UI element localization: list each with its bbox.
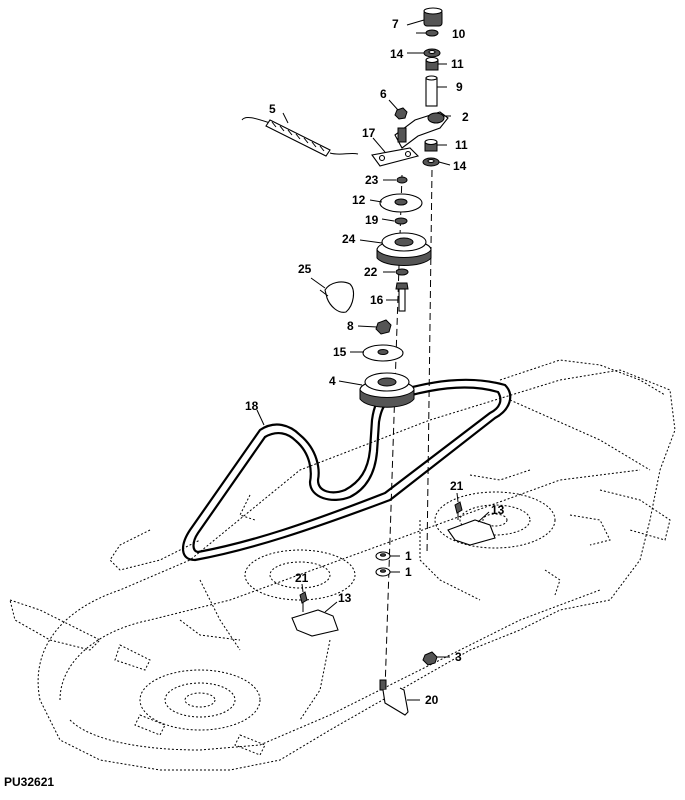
callout-18: 18 [245, 399, 259, 413]
part-pulley [359, 372, 415, 408]
part-bushing-top [425, 56, 439, 71]
callout-7: 7 [392, 17, 399, 31]
callout-15: 15 [333, 345, 347, 359]
part-bracket [371, 147, 420, 167]
callout-20: 20 [425, 693, 439, 707]
part-pulley-cover-lower [362, 344, 404, 362]
callout-11b: 11 [455, 138, 468, 152]
callout-16: 16 [370, 293, 384, 307]
part-nut-8 [375, 319, 392, 335]
callout-25: 25 [298, 262, 312, 276]
part-washer-22 [395, 268, 409, 276]
callout-2: 2 [462, 110, 469, 124]
part-shield-left [291, 609, 339, 637]
part-nut-3 [422, 651, 438, 666]
part-nut-small [394, 107, 408, 120]
part-bolt [395, 282, 409, 312]
callout-21: 21 [450, 479, 464, 493]
part-idler-arm [394, 111, 449, 149]
part-washer-lower [422, 157, 440, 167]
part-clip [425, 29, 439, 37]
center-axis-pivot [426, 169, 433, 556]
callout-6: 6 [380, 87, 387, 101]
part-hook-rod [379, 679, 409, 716]
part-washer-19 [394, 217, 408, 225]
callout-4: 4 [329, 374, 336, 388]
callout-3: 3 [455, 650, 462, 664]
callout-13: 13 [491, 503, 505, 517]
callout-9: 9 [456, 80, 463, 94]
drive-belt-inner [192, 386, 502, 554]
leader-lines [256, 19, 490, 701]
callout-labels: 7 10 14 11 9 6 5 2 17 11 14 23 12 19 24 … [245, 17, 505, 707]
mower-deck-outline [9, 359, 676, 771]
part-spring [241, 116, 359, 157]
callout-1b: 1 [405, 565, 412, 579]
callout-21b: 21 [295, 571, 309, 585]
part-idler-pulley [376, 232, 432, 266]
part-belt-guide [319, 281, 355, 313]
part-cap [423, 7, 443, 27]
callout-24: 24 [342, 232, 356, 246]
part-washer-top [423, 48, 441, 58]
callout-11: 11 [451, 57, 464, 71]
part-washer-23 [396, 176, 408, 184]
part-screw-left [299, 591, 308, 612]
part-screw-right [454, 501, 463, 520]
part-pulley-cover [379, 193, 423, 213]
callout-10: 10 [452, 27, 466, 41]
callout-23: 23 [365, 173, 379, 187]
callout-13b: 13 [338, 591, 352, 605]
callout-19: 19 [365, 213, 379, 227]
part-bushing-lower [424, 138, 438, 152]
drive-belt [182, 378, 512, 562]
callout-8: 8 [347, 319, 354, 333]
callout-14: 14 [390, 47, 404, 61]
part-spacer-lower [375, 567, 391, 577]
callout-17: 17 [362, 126, 376, 140]
center-axis-idler [384, 174, 403, 691]
figure-id-label: PU32621 [4, 775, 55, 789]
callout-12: 12 [352, 193, 366, 207]
callout-22: 22 [364, 265, 378, 279]
callout-14b: 14 [453, 159, 467, 173]
part-pin [425, 75, 438, 107]
callout-1: 1 [405, 549, 412, 563]
part-spacer-upper [375, 551, 391, 561]
callout-5: 5 [269, 102, 276, 116]
part-shield-right [447, 519, 496, 546]
